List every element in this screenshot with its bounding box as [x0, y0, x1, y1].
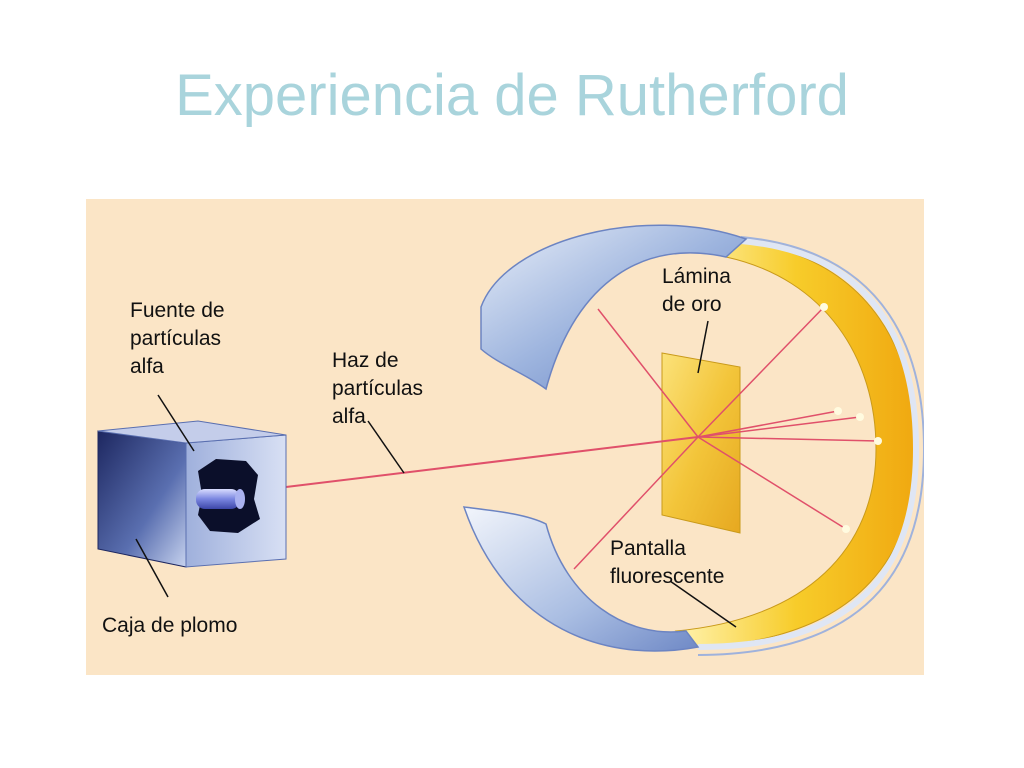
scattered-rays	[573, 306, 879, 570]
ring-upper-segment	[480, 224, 748, 391]
alpha-source-cylinder	[196, 489, 240, 509]
rutherford-diagram	[97, 224, 924, 656]
gold-foil	[661, 352, 741, 534]
label-fluorescent-screen: Pantalla fluorescente	[610, 537, 725, 588]
lead-box	[97, 420, 287, 568]
screen-flashes	[820, 303, 882, 533]
alpha-beam	[285, 436, 699, 488]
leader-lines	[135, 320, 737, 628]
slide-title: Experiencia de Rutherford	[175, 63, 849, 128]
label-lead-box: Caja de plomo	[102, 614, 238, 637]
label-alpha-source: Fuente de partículas alfa	[130, 299, 225, 378]
diagram-panel: Fuente de partículas alfa Haz de partícu…	[86, 199, 924, 675]
ring-lower-segment	[462, 506, 700, 652]
label-gold-foil: Lámina de oro	[662, 265, 731, 316]
label-alpha-beam: Haz de partículas alfa	[332, 349, 424, 428]
